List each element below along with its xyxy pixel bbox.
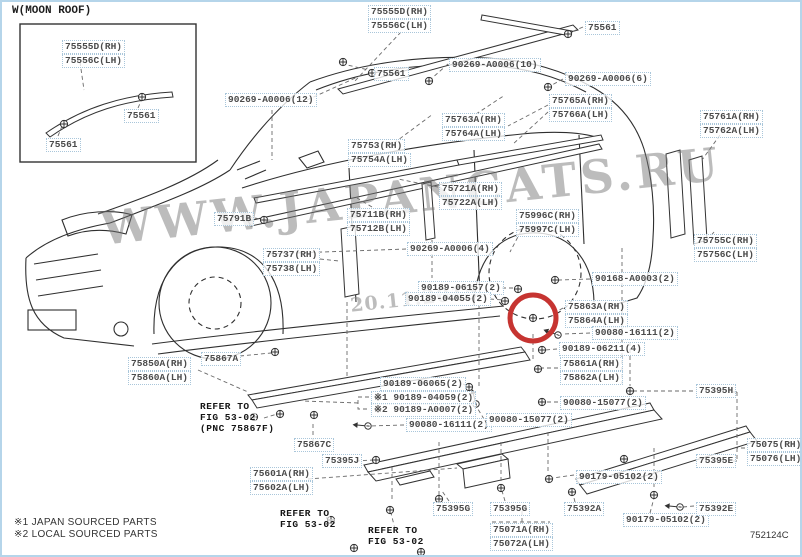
highlight-circle	[507, 292, 559, 344]
part-label-2-90189-a0007-2[interactable]: ※2 90189-A0007(2)	[371, 403, 477, 417]
part-label-75753-rh[interactable]: 75753(RH)75754A(LH)	[348, 139, 412, 167]
legend-japan-sourced: ※1 JAPAN SOURCED PARTS	[14, 517, 157, 528]
car-outline	[25, 56, 655, 360]
part-label-75395g[interactable]: 75395G	[490, 502, 531, 516]
part-label-75850a-rh[interactable]: 75850A(RH)75860A(LH)	[128, 357, 192, 385]
part-label-90269-a0006-10[interactable]: 90269-A0006(10)	[449, 58, 541, 72]
part-label-90269-a0006-4[interactable]: 90269-A0006(4)	[407, 242, 493, 256]
part-label-90269-a0006-6[interactable]: 90269-A0006(6)	[565, 72, 651, 86]
part-label-75561[interactable]: 75561	[124, 109, 159, 123]
part-label-90168-a0003-2[interactable]: 90168-A0003(2)	[592, 272, 678, 286]
part-label-75392a[interactable]: 75392A	[564, 502, 605, 516]
part-label-75392e[interactable]: 75392E	[696, 502, 737, 516]
part-label-75561[interactable]: 75561	[585, 21, 620, 35]
part-label-75075-rh[interactable]: 75075(RH)75076(LH)	[747, 438, 800, 466]
part-label-90179-05102-2[interactable]: 90179-05102(2)	[623, 513, 709, 527]
part-label-75765a-rh[interactable]: 75765A(RH)75766A(LH)	[549, 94, 613, 122]
part-label-75561[interactable]: 75561	[46, 138, 81, 152]
part-label-75711b-rh[interactable]: 75711B(RH)75712B(LH)	[347, 208, 411, 236]
part-label-90269-a0006-12[interactable]: 90269-A0006(12)	[225, 93, 317, 107]
part-label-75863a-rh[interactable]: 75863A(RH)75864A(LH)	[565, 300, 629, 328]
part-label-90080-15077-2[interactable]: 90080-15077(2)	[560, 396, 646, 410]
part-label-90179-05102-2[interactable]: 90179-05102(2)	[576, 470, 662, 484]
part-label-75867c[interactable]: 75867C	[294, 438, 335, 452]
part-label-90189-04055-2[interactable]: 90189-04055(2)	[405, 292, 491, 306]
part-label-90080-16111-2[interactable]: 90080-16111(2)	[592, 326, 678, 340]
part-label-75755c-rh[interactable]: 75755C(RH)75756C(LH)	[694, 234, 758, 262]
part-label-75561[interactable]: 75561	[374, 67, 409, 81]
part-label-90080-15077-2[interactable]: 90080-15077(2)	[486, 413, 572, 427]
part-label-75555d-rh[interactable]: 75555D(RH)75556C(LH)	[62, 40, 126, 68]
part-label-75761a-rh[interactable]: 75761A(RH)75762A(LH)	[700, 110, 764, 138]
diagram-code: 752124C	[750, 530, 789, 541]
part-label-75071a-rh[interactable]: 75071A(RH)75072A(LH)	[490, 523, 554, 551]
part-label-75395g[interactable]: 75395G	[433, 502, 474, 516]
part-label-90189-06211-4[interactable]: 90189-06211(4)	[559, 342, 645, 356]
part-label-75395e[interactable]: 75395E	[696, 454, 737, 468]
legend-local-sourced: ※2 LOCAL SOURCED PARTS	[14, 529, 158, 540]
part-label-75763a-rh[interactable]: 75763A(RH)75764A(LH)	[442, 113, 506, 141]
part-label-75555d-rh[interactable]: 75555D(RH)75556C(LH)	[368, 5, 432, 33]
part-label-90189-06065-2[interactable]: 90189-06065(2)	[380, 377, 466, 391]
part-label-75861a-rh[interactable]: 75861A(RH)75862A(LH)	[560, 357, 624, 385]
part-label-75791b[interactable]: 75791B	[214, 212, 255, 226]
part-label-75867a[interactable]: 75867A	[201, 352, 242, 366]
part-label-75395h[interactable]: 75395H	[696, 384, 737, 398]
part-label-75395j[interactable]: 75395J	[322, 454, 363, 468]
part-label-75996c-rh[interactable]: 75996C(RH)75997C(LH)	[516, 209, 580, 237]
part-label-75737-rh[interactable]: 75737(RH)75738(LH)	[263, 248, 321, 276]
part-label-90080-16111-2[interactable]: 90080-16111(2)	[406, 418, 492, 432]
part-label-75601a-rh[interactable]: 75601A(RH)75602A(LH)	[250, 467, 314, 495]
part-label-75721a-rh[interactable]: 75721A(RH)75722A(LH)	[439, 182, 503, 210]
inset-title: W(MOON ROOF)	[12, 5, 92, 17]
leader-lines	[57, 26, 745, 530]
